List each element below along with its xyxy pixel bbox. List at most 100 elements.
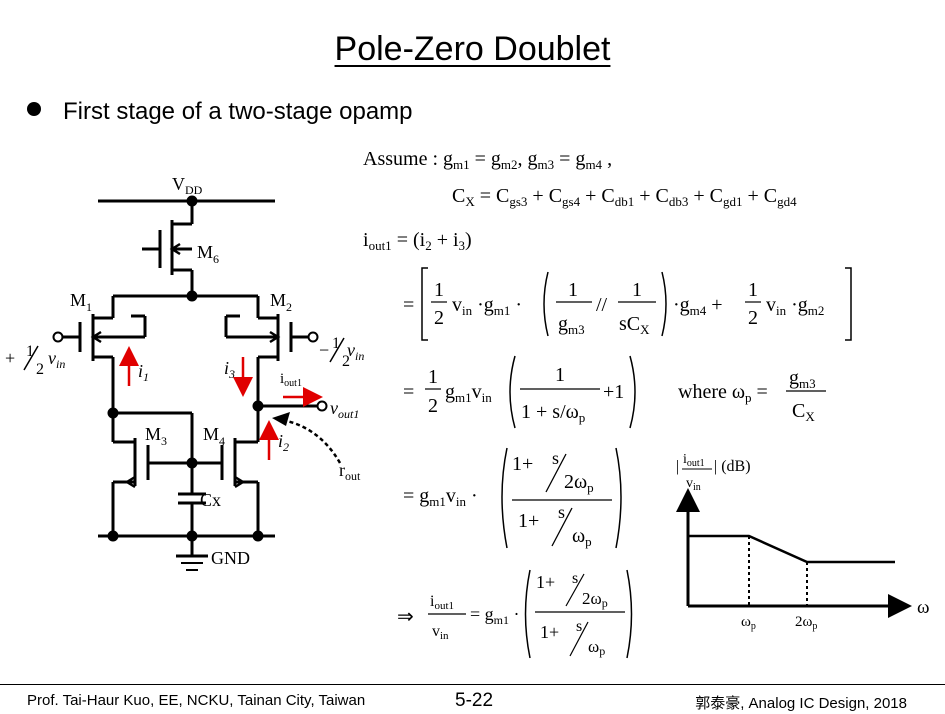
m2-label: M2 — [270, 290, 292, 314]
svg-text:2ωp: 2ωp — [564, 471, 594, 495]
m2-arrow-icon — [269, 330, 281, 344]
m1-label: M1 — [70, 290, 92, 314]
bode-tick1-label: ωp — [741, 614, 756, 632]
footer: Prof. Tai-Haur Kuo, EE, NCKU, Tainan Cit… — [0, 684, 945, 714]
vout1-terminal — [316, 400, 328, 412]
page-number: 5-22 — [455, 690, 494, 711]
svg-text:·gm4 +: ·gm4 + — [673, 294, 723, 318]
svg-text:= gm1 ·: = gm1 · — [470, 604, 520, 627]
svg-text:1+: 1+ — [540, 622, 559, 642]
gnd-node-right — [252, 530, 264, 542]
iout1-label: iout1 — [280, 371, 302, 389]
rout-dashed-arrow — [282, 418, 342, 464]
footer-left: Prof. Tai-Haur Kuo, EE, NCKU, Tainan Cit… — [27, 692, 366, 709]
bullet-text: First stage of a two-stage opamp — [63, 98, 413, 125]
vin-neg-terminal — [307, 331, 319, 343]
svg-text:2: 2 — [428, 395, 438, 417]
vin-pos-terminal — [52, 331, 64, 343]
cx-label: Cx — [200, 490, 221, 510]
svg-text:vin ·gm2: vin ·gm2 — [766, 294, 824, 318]
vin-neg-half-num: 1 — [332, 335, 340, 352]
m4-arrow-icon — [234, 475, 246, 489]
eq-assume: Assume : gm1 = gm2, gm3 = gm4 , — [363, 148, 612, 172]
opamp-first-stage-circuit — [52, 195, 328, 571]
m3-label: M3 — [145, 424, 167, 448]
svg-text:sCX: sCX — [619, 313, 650, 337]
vin-neg-label: vin — [347, 340, 364, 363]
slide-title-text: Pole-Zero Doublet — [334, 30, 611, 68]
svg-text:1 + s/ωp: 1 + s/ωp — [521, 401, 585, 425]
bode-ylabel-num: iout1 — [683, 452, 705, 469]
svg-text:gm1vin: gm1vin — [445, 381, 492, 405]
eq-cx: CX = Cgs3 + Cgs4 + Cdb1 + Cdb3 + Cgd1 + … — [452, 185, 797, 209]
vin-neg-half-den: 2 — [342, 353, 350, 370]
svg-text:gm3: gm3 — [558, 313, 585, 337]
svg-text:⇒: ⇒ — [397, 606, 414, 628]
current-arrows — [119, 346, 323, 460]
vout1-label: vout1 — [330, 398, 359, 421]
m3-arrow-icon — [124, 475, 136, 489]
svg-text:1+: 1+ — [512, 453, 533, 475]
m6-arrow-icon — [169, 242, 181, 256]
svg-text:1: 1 — [748, 279, 758, 301]
svg-text:ωp: ωp — [588, 637, 605, 658]
bode-response-curve — [688, 534, 895, 564]
svg-text:where ωp =: where ωp = — [678, 381, 768, 405]
bullet-dot-icon — [27, 102, 41, 116]
svg-text:2: 2 — [434, 307, 444, 329]
svg-text:vin ·gm1 ·: vin ·gm1 · — [452, 294, 522, 318]
svg-text:s: s — [572, 570, 578, 587]
bode-ylabel-bar: | — [676, 458, 679, 475]
rout-label: rout — [339, 460, 361, 483]
svg-text:ωp: ωp — [572, 525, 592, 549]
gnd-node-left — [107, 530, 119, 542]
gnd-label: GND — [211, 548, 250, 568]
rout-arrowhead-icon — [272, 412, 290, 426]
vdd-label: VDD — [172, 174, 203, 197]
equations: Assume : gm1 = gm2, gm3 = gm4 , CX = Cgs… — [363, 148, 852, 659]
svg-text:iout1: iout1 — [430, 593, 454, 612]
vin-pos-label: vin — [48, 348, 65, 371]
svg-text:=: = — [403, 294, 414, 316]
vin-neg-fraction-bar — [329, 337, 345, 363]
svg-text:2ωp: 2ωp — [582, 589, 608, 610]
svg-text:1+: 1+ — [518, 510, 539, 532]
vin-neg-sign: − — [319, 340, 329, 360]
bullet-point: First stage of a two-stage opamp — [27, 98, 413, 126]
svg-text:s: s — [558, 502, 565, 522]
footer-right: 郭泰豪, Analog IC Design, 2018 — [695, 695, 907, 712]
svg-text:s: s — [576, 618, 582, 635]
bode-plot: | iout1 vin | (dB) ω ωp 2ωp — [676, 452, 930, 632]
svg-text:1+: 1+ — [536, 572, 555, 592]
bode-x-label: ω — [917, 597, 930, 618]
slide-title: Pole-Zero Doublet — [0, 30, 945, 69]
svg-text:1: 1 — [632, 279, 642, 301]
m1-arrow-icon — [90, 330, 102, 344]
vin-pos-half-num: 1 — [26, 343, 34, 360]
i3-label: i3 — [224, 358, 235, 381]
bode-tick2-label: 2ωp — [795, 614, 817, 632]
i1-label: i1 — [138, 361, 149, 384]
svg-text:1: 1 — [555, 364, 565, 386]
svg-text:=: = — [403, 381, 414, 403]
vin-pos-fraction-bar — [23, 345, 39, 371]
m6-label: M6 — [197, 242, 219, 266]
eq-line-5: = 1 2 gm1vin 1 1 + s/ωp +1 where ωp = gm3C… — [403, 355, 826, 429]
svg-text:vin: vin — [432, 623, 449, 642]
svg-text:1: 1 — [434, 279, 444, 301]
svg-text:1: 1 — [428, 366, 438, 388]
svg-text:+1: +1 — [603, 381, 624, 403]
svg-text:s: s — [552, 448, 559, 468]
svg-text:gm3: gm3 — [789, 367, 816, 391]
svg-text:2: 2 — [748, 307, 758, 329]
svg-text:CX: CX — [792, 400, 815, 424]
m4-label: M4 — [203, 424, 225, 448]
svg-text:1: 1 — [568, 279, 578, 301]
i2-label: i2 — [278, 431, 289, 454]
eq-iout1: iout1 = (i2 + i3) — [363, 229, 472, 253]
bode-ylabel-den: vin — [686, 476, 701, 493]
